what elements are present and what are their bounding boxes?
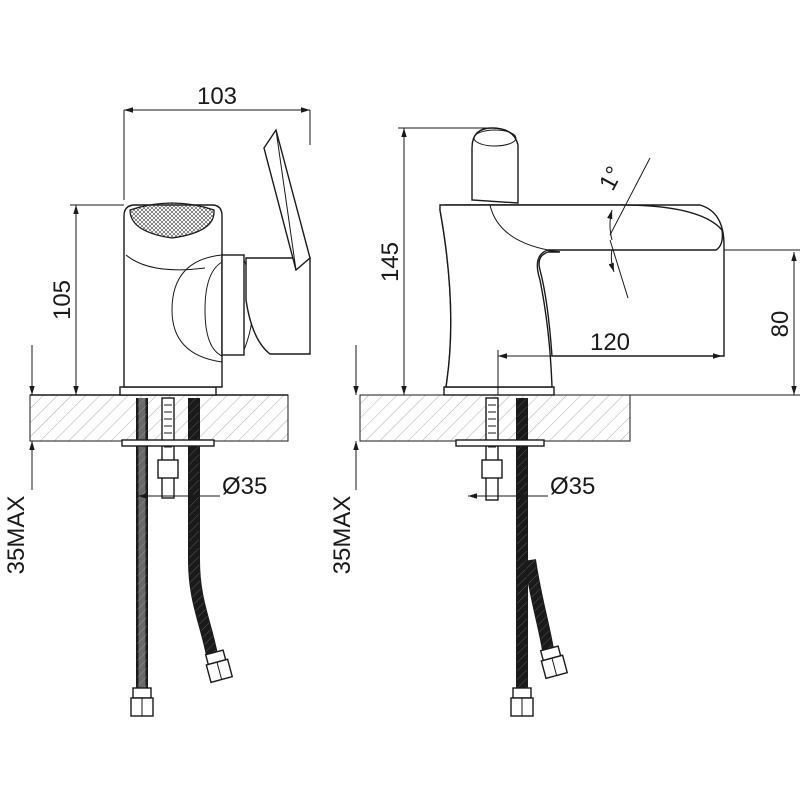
dim-hole-left: Ø35 (138, 473, 267, 500)
spout-height-label: 80 (767, 311, 794, 338)
dim-height-145: 145 (377, 127, 490, 395)
max-thickness-label: 35MAX (3, 496, 30, 575)
dim-height-105: 105 (49, 204, 124, 395)
angle-label: 1° (594, 162, 629, 195)
lever-handle (263, 128, 311, 272)
aerator-mesh (129, 202, 215, 239)
front-max-thickness-label: 35MAX (329, 496, 356, 575)
hole-label: Ø35 (222, 473, 267, 500)
countertop-slab-left (29, 394, 289, 442)
spout-reach-label: 120 (590, 329, 630, 356)
faucet-body-front (439, 127, 725, 388)
dim-reach-120: 120 (497, 329, 722, 395)
hose-left-b (188, 398, 234, 684)
front-hole-label: Ø35 (550, 473, 595, 500)
dim-max-thickness-right: 35MAX (329, 345, 359, 575)
side-view: 103 105 35MAX Ø35 (3, 83, 311, 717)
height-label: 105 (49, 280, 76, 320)
front-height-label: 145 (377, 242, 404, 282)
width-label: 103 (197, 83, 237, 110)
dim-max-thickness-left: 35MAX (3, 345, 35, 575)
dim-hole-right: Ø35 (468, 473, 595, 500)
dim-width-103: 103 (123, 83, 311, 200)
dim-spout-height-80: 80 (724, 249, 800, 395)
lever-top (471, 127, 519, 204)
mounting-stud-right (481, 397, 503, 501)
faucet-body-side (123, 128, 311, 388)
front-view: 1° 145 80 120 35MAX (329, 127, 800, 717)
